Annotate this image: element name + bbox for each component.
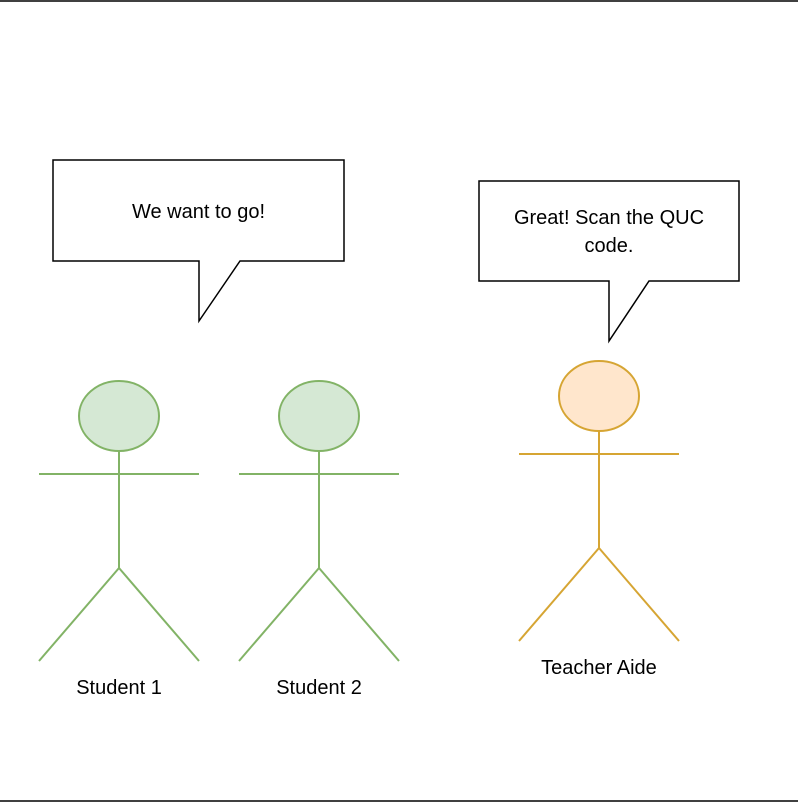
- student-2-right-leg: [318, 567, 400, 662]
- teacher-aide-right-leg: [598, 547, 680, 642]
- student-2-head: [278, 380, 360, 452]
- teacher-aide-label: Teacher Aide: [541, 657, 657, 679]
- teacher-aide-left-leg: [518, 547, 600, 642]
- students-speech-text: We want to go!: [131, 201, 266, 223]
- student-2-actor[interactable]: [238, 380, 400, 662]
- student-1-head: [78, 380, 160, 452]
- student-1-right-leg: [118, 567, 200, 662]
- teacher-aide-head: [558, 360, 640, 432]
- student-2-left-leg: [238, 567, 320, 662]
- students-speech-bubble[interactable]: [52, 159, 345, 324]
- student-2-label: Student 2: [276, 677, 362, 699]
- teacher-aide-actor[interactable]: [518, 360, 680, 642]
- aide-speech-bubble[interactable]: [478, 180, 740, 344]
- student-1-label: Student 1: [76, 677, 162, 699]
- aide-speech-text: Great! Scan the QUC code.: [513, 207, 705, 257]
- student-1-actor[interactable]: [38, 380, 200, 662]
- student-1-left-leg: [38, 567, 120, 662]
